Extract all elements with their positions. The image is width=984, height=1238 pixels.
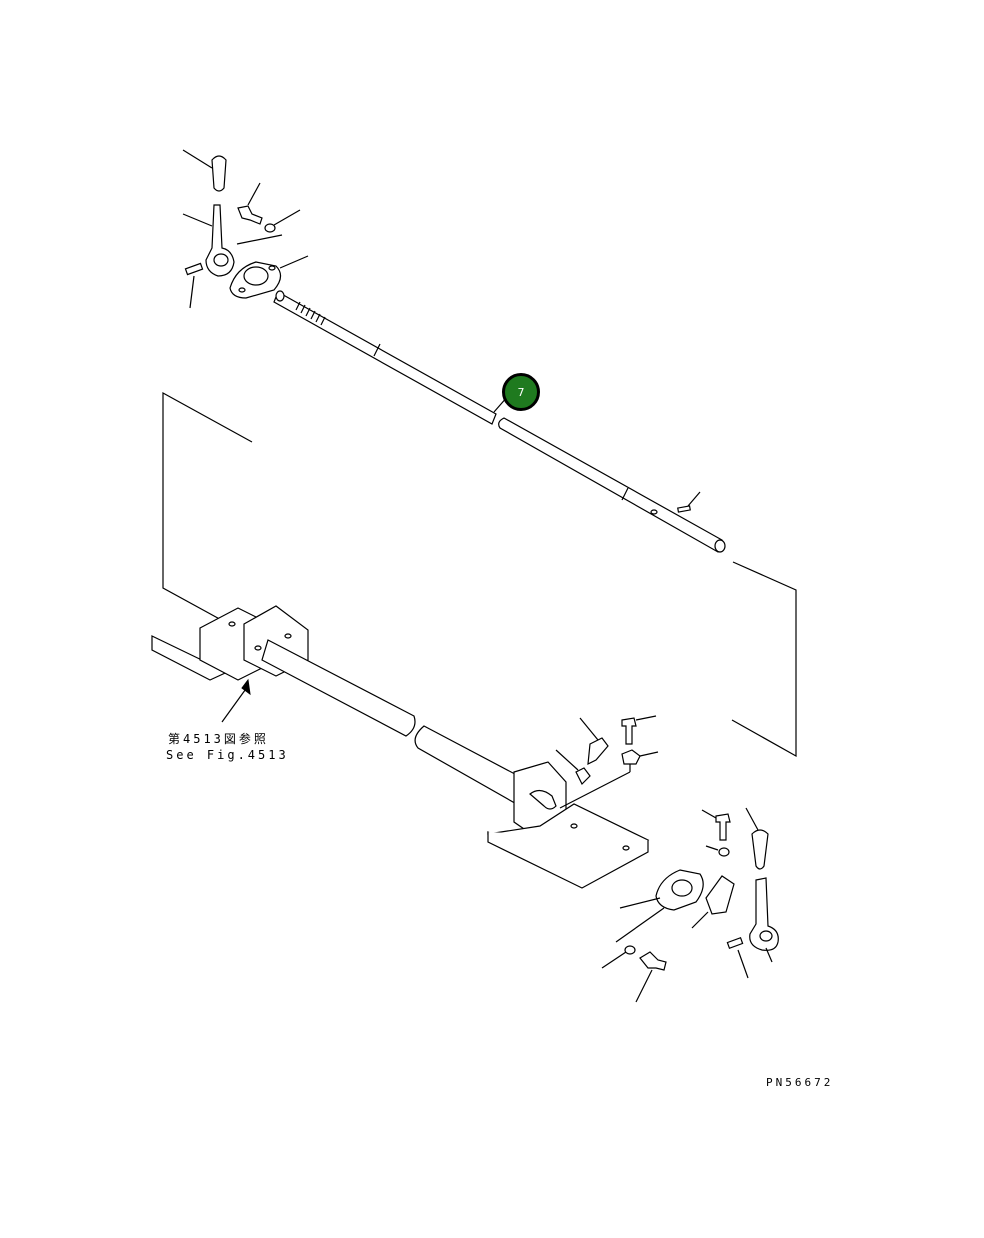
upper-lever-assembly bbox=[182, 149, 309, 309]
reference-note-jp: 第4513図参照 bbox=[168, 732, 269, 746]
upper-knob bbox=[211, 155, 227, 192]
callout-item-7[interactable]: 7 bbox=[502, 373, 540, 411]
lower-lever-assembly bbox=[601, 807, 779, 1003]
right-fasteners bbox=[555, 715, 659, 786]
reference-arrow bbox=[221, 678, 251, 723]
lower-tube-assembly bbox=[151, 605, 650, 889]
part-number: PN56672 bbox=[766, 1076, 834, 1089]
reference-frame bbox=[162, 391, 797, 758]
reference-note-en: See Fig.4513 bbox=[166, 748, 289, 762]
control-shaft bbox=[273, 290, 726, 553]
